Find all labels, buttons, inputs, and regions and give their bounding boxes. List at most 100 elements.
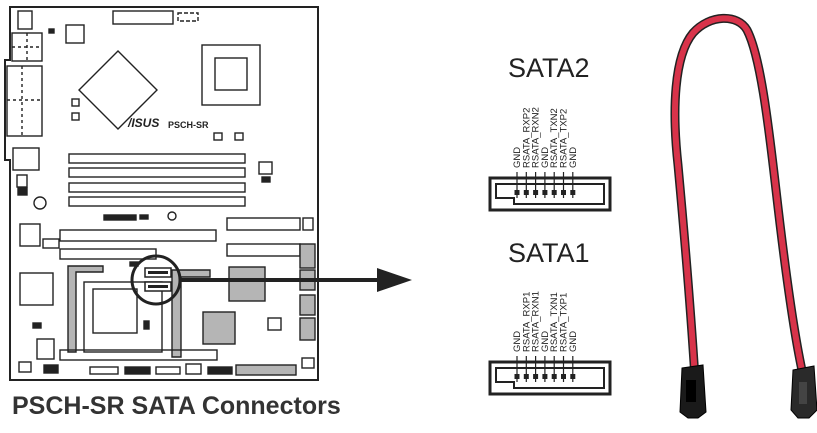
cable-wire-color xyxy=(672,15,806,381)
sata2-pin-contact xyxy=(551,190,557,195)
diagram-caption: PSCH-SR SATA Connectors xyxy=(12,392,341,420)
left-block xyxy=(19,223,41,247)
sata2-pin-label: RSATA_TXP2 xyxy=(559,109,570,168)
sata1-pin-label: GND xyxy=(568,331,579,352)
bottom-conn-3 xyxy=(155,366,181,375)
sata1-pin-label: GND xyxy=(540,331,551,352)
sata2-housing xyxy=(488,176,612,212)
nb-small-2 xyxy=(234,132,244,141)
sata2-pin-label: GND xyxy=(540,147,551,168)
sata2-key-slot xyxy=(495,183,605,205)
sata1-pin-contact xyxy=(542,374,548,379)
chip-b xyxy=(71,112,80,121)
bottom-small-2 xyxy=(43,364,59,374)
dimm-slot-1 xyxy=(68,153,246,164)
sata1-pin-contact xyxy=(551,374,557,379)
board-sata-headers xyxy=(144,267,172,292)
sata-cable xyxy=(670,13,817,419)
chipset-inner xyxy=(92,288,138,334)
pcix-end-1 xyxy=(302,217,314,231)
right-io-1 xyxy=(299,243,316,269)
northbridge-outer xyxy=(201,44,261,106)
right-io-3 xyxy=(299,294,316,316)
pcix-slot-1 xyxy=(226,217,301,231)
chip-gray-2 xyxy=(202,311,236,345)
sata2-pin-contact xyxy=(542,190,548,195)
mid-circle xyxy=(167,211,177,221)
pci-slot-2 xyxy=(42,238,60,249)
mid-connector xyxy=(103,214,137,221)
motherboard xyxy=(4,6,319,381)
northbridge-inner xyxy=(214,57,248,91)
sata2-connector-drawing: GNDRSATA_RXP2RSATA_RXN2GNDRSATA_TXN2RSAT… xyxy=(488,107,612,212)
board-model-label: PSCH-SR xyxy=(168,120,209,130)
dimm-slot-4 xyxy=(68,196,246,207)
sata2-pin-contact xyxy=(533,190,539,195)
left-io-3 xyxy=(12,147,40,171)
right-io-4 xyxy=(299,317,316,341)
bottom-ide xyxy=(235,364,297,376)
sata1-pin-label: RSATA_RXN1 xyxy=(531,291,542,352)
small-chip xyxy=(143,320,150,330)
bottom-conn-4 xyxy=(185,363,202,375)
top-connector xyxy=(112,10,174,25)
battery xyxy=(33,196,47,210)
sata2-pin-contact xyxy=(514,190,520,195)
pci-slot-1 xyxy=(59,229,217,242)
nb-small-1 xyxy=(213,132,223,141)
sata1-title: SATA1 xyxy=(508,238,590,268)
sata1-pin-contact xyxy=(561,374,566,379)
sata2-pin-label: RSATA_RXN2 xyxy=(531,107,542,168)
chip-small-right xyxy=(267,317,282,331)
sata2-title: SATA2 xyxy=(508,53,590,83)
chipset-outer xyxy=(83,281,163,353)
sata2-pin-contact xyxy=(570,190,576,195)
top-left-block xyxy=(17,10,33,30)
lower-left-chip xyxy=(36,338,55,360)
small-chip xyxy=(139,214,149,220)
chip-gray-1 xyxy=(228,266,266,302)
bottom-small-1 xyxy=(18,361,32,373)
sata2-pin-contact xyxy=(523,190,529,195)
bottom-conn-1 xyxy=(89,366,119,375)
sata2-pin-label: RSATA_TXN2 xyxy=(549,108,560,168)
sata1-connector-drawing: GNDRSATA_RXP1RSATA_RXN1GNDRSATA_TXN1RSAT… xyxy=(488,291,612,396)
right-chip xyxy=(258,161,273,175)
small-chip xyxy=(17,187,28,196)
lower-left-block xyxy=(19,272,54,306)
sata1-pin-label: RSATA_TXP1 xyxy=(559,293,570,352)
sata2-pin-contact xyxy=(561,190,566,195)
sata2-pin-label: GND xyxy=(512,147,523,168)
bottom-conn-2 xyxy=(124,366,151,375)
bottom-slot xyxy=(59,349,218,361)
pci-slot-3 xyxy=(59,248,157,260)
sata1-housing xyxy=(488,360,612,396)
bottom-end xyxy=(301,357,315,369)
top-left-block-2 xyxy=(65,24,85,44)
sata1-pin-label: GND xyxy=(512,331,523,352)
small-chip xyxy=(32,322,42,329)
sata2-pin-label: GND xyxy=(568,147,579,168)
left-io-2 xyxy=(6,65,43,137)
pointer-arrow xyxy=(180,268,412,292)
left-io-4 xyxy=(16,174,28,188)
sata1-key-slot xyxy=(495,367,605,389)
dimm-slot-3 xyxy=(68,182,246,193)
small-chip xyxy=(48,28,55,34)
cpu-socket xyxy=(78,50,158,130)
sata1-pin-label: RSATA_TXN1 xyxy=(549,292,560,352)
sata1-pin-contact xyxy=(533,374,539,379)
sata1-pin-contact xyxy=(570,374,576,379)
sata2-pin-label: RSATA_RXP2 xyxy=(521,108,532,168)
sata1-pin-contact xyxy=(523,374,529,379)
board-brand-logo: /ISUS xyxy=(127,116,159,130)
small-chip xyxy=(261,176,271,183)
sata1-pin-label: RSATA_RXP1 xyxy=(521,292,532,352)
dimm-slot-2 xyxy=(68,167,246,178)
sata1-pin-contact xyxy=(514,374,520,379)
top-connector-2 xyxy=(177,12,199,22)
chip-a xyxy=(71,98,80,107)
bottom-conn-5 xyxy=(207,366,233,375)
